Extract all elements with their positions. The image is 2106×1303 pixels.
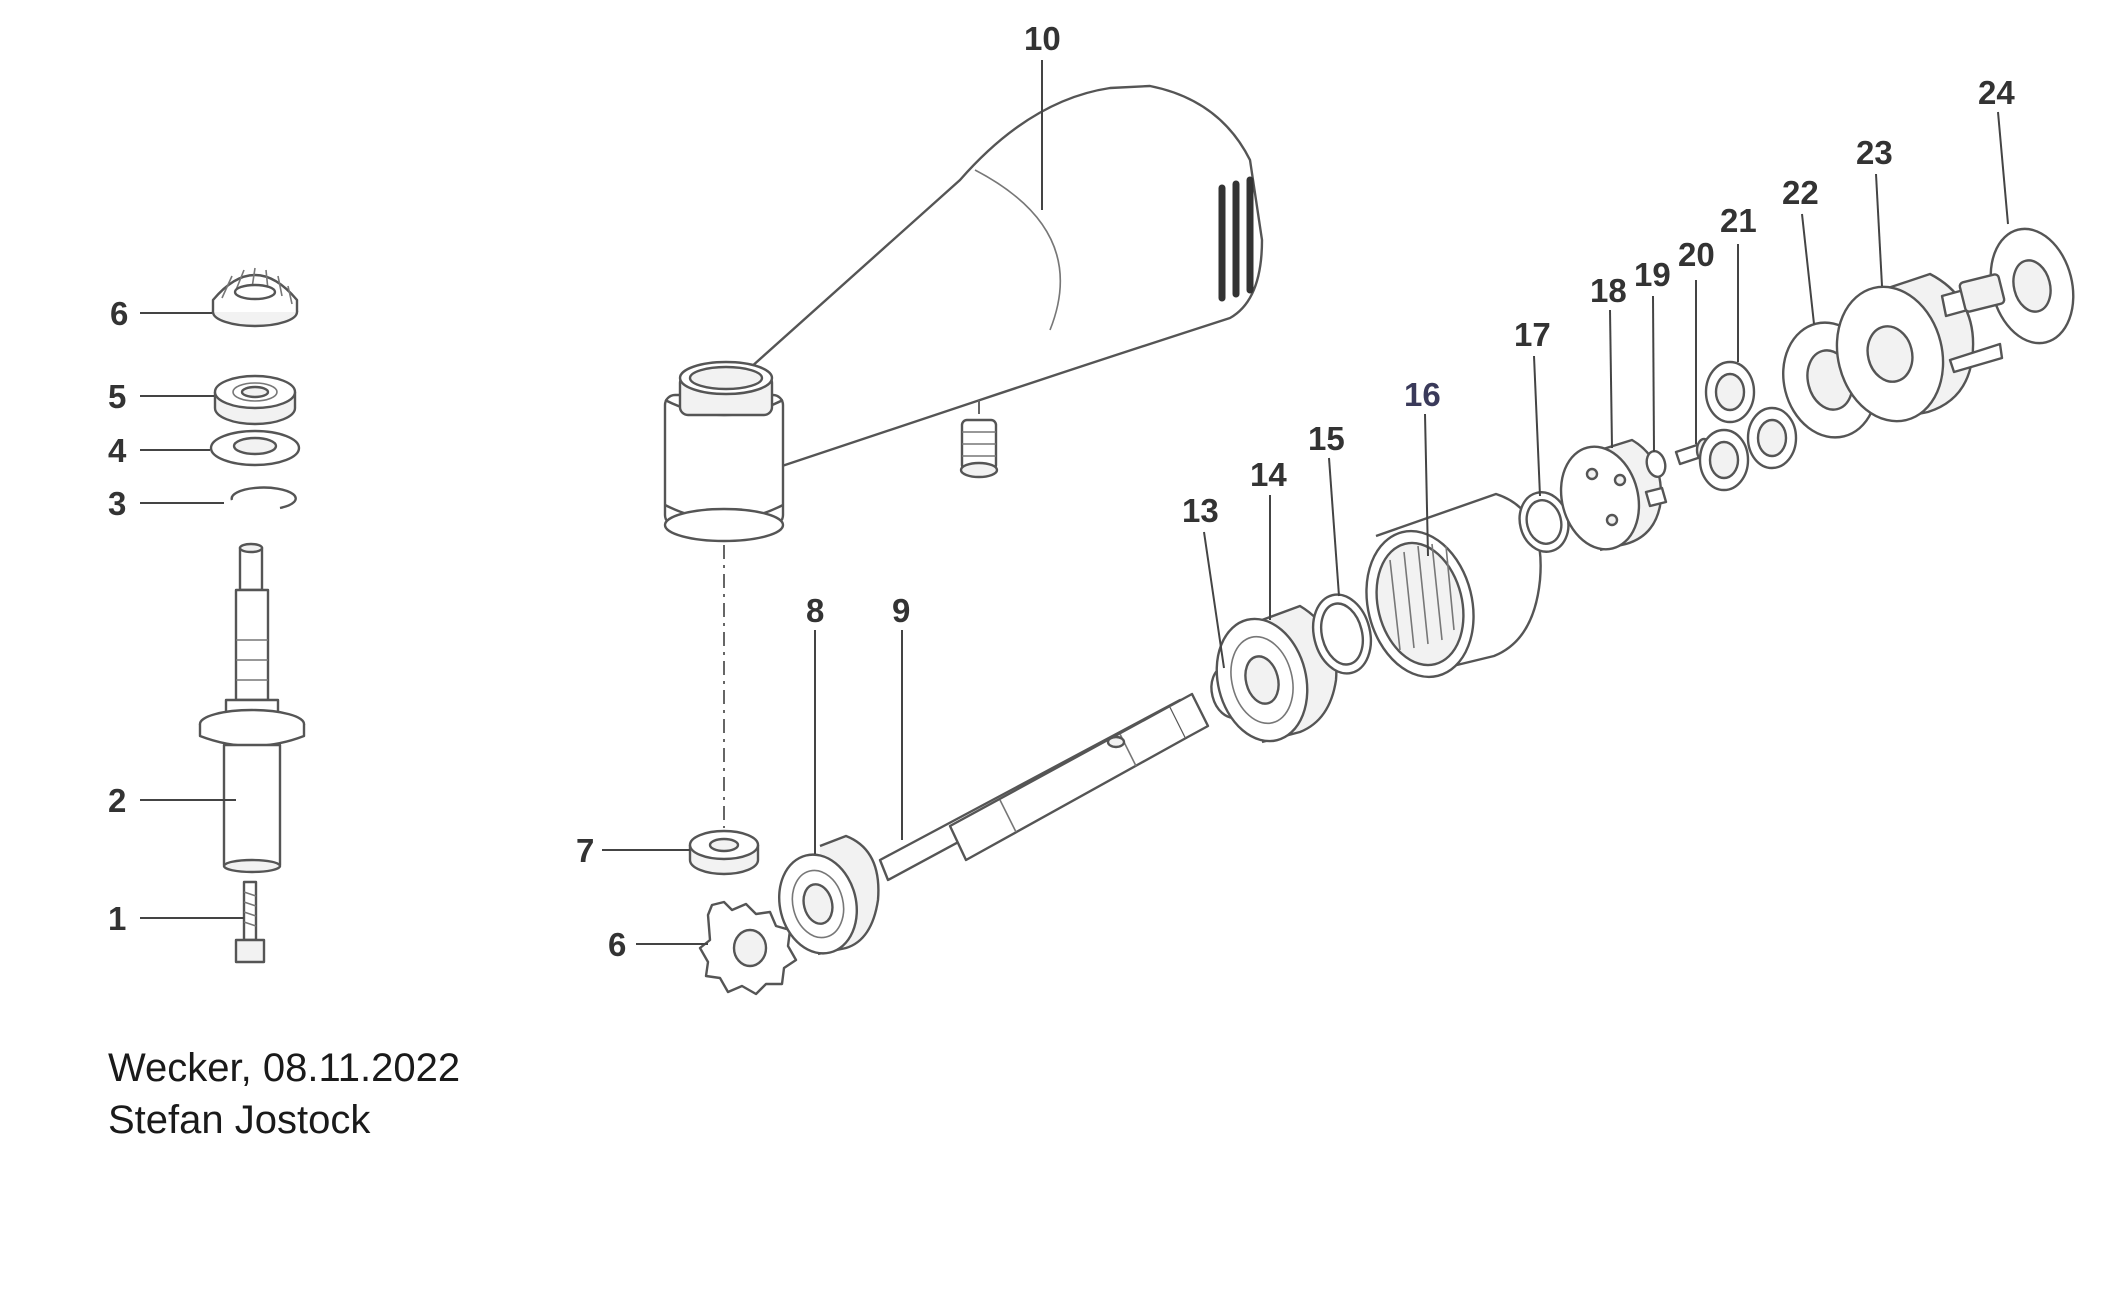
callout-6-left: 6 [110, 295, 128, 332]
callout-6-bottom: 6 [608, 926, 626, 963]
callout-3: 3 [108, 485, 126, 522]
leader-lines [140, 60, 2009, 945]
callout-13: 13 [1182, 492, 1219, 529]
callout-2: 2 [108, 782, 126, 819]
part-10-housing [663, 84, 1264, 543]
part-17-ring [1518, 491, 1570, 553]
callout-21: 21 [1720, 202, 1757, 239]
callout-14: 14 [1250, 456, 1287, 493]
caption-place-date: Wecker, 08.11.2022 [108, 1046, 461, 1090]
callout-22: 22 [1782, 174, 1819, 211]
caption-author: Stefan Jostock [108, 1098, 371, 1142]
part-6-spur-gear [698, 900, 798, 996]
part-3-circlip [230, 486, 297, 510]
callout-19: 19 [1634, 256, 1671, 293]
part-19-washer [1645, 449, 1667, 479]
callout-10: 10 [1024, 20, 1061, 57]
part-6-bevel-gear [211, 267, 299, 328]
part-2-spindle [198, 542, 306, 874]
callout-23: 23 [1856, 134, 1893, 171]
callout-20: 20 [1678, 236, 1715, 273]
part-24-pinion-disc [1940, 227, 2075, 374]
callout-17: 17 [1514, 316, 1551, 353]
callout-labels: 6 5 4 3 2 1 7 6 8 9 10 13 14 15 16 17 18… [108, 20, 2015, 963]
callout-9: 9 [892, 592, 910, 629]
part-4-washer [209, 429, 301, 467]
callout-18: 18 [1590, 272, 1627, 309]
part-8-ball-bearing [777, 834, 880, 956]
callout-15: 15 [1308, 420, 1345, 457]
part-23-ring-gear [1835, 272, 1975, 423]
part-1-screw [234, 880, 266, 964]
callout-8: 8 [806, 592, 824, 629]
part-5-bearing [213, 374, 297, 426]
callout-1: 1 [108, 900, 126, 937]
part-15-ring [1311, 593, 1373, 675]
callout-7: 7 [576, 832, 594, 869]
callout-5: 5 [108, 378, 126, 415]
part-7-bearing [688, 829, 760, 876]
callout-16: 16 [1404, 376, 1441, 413]
part-16-cylinder [1365, 492, 1542, 679]
part-9-shaft [878, 692, 1210, 882]
part-18-flange [1559, 438, 1668, 552]
part-21-planet-gears [1698, 360, 1798, 492]
callout-24: 24 [1978, 74, 2015, 111]
callout-4: 4 [108, 432, 127, 469]
